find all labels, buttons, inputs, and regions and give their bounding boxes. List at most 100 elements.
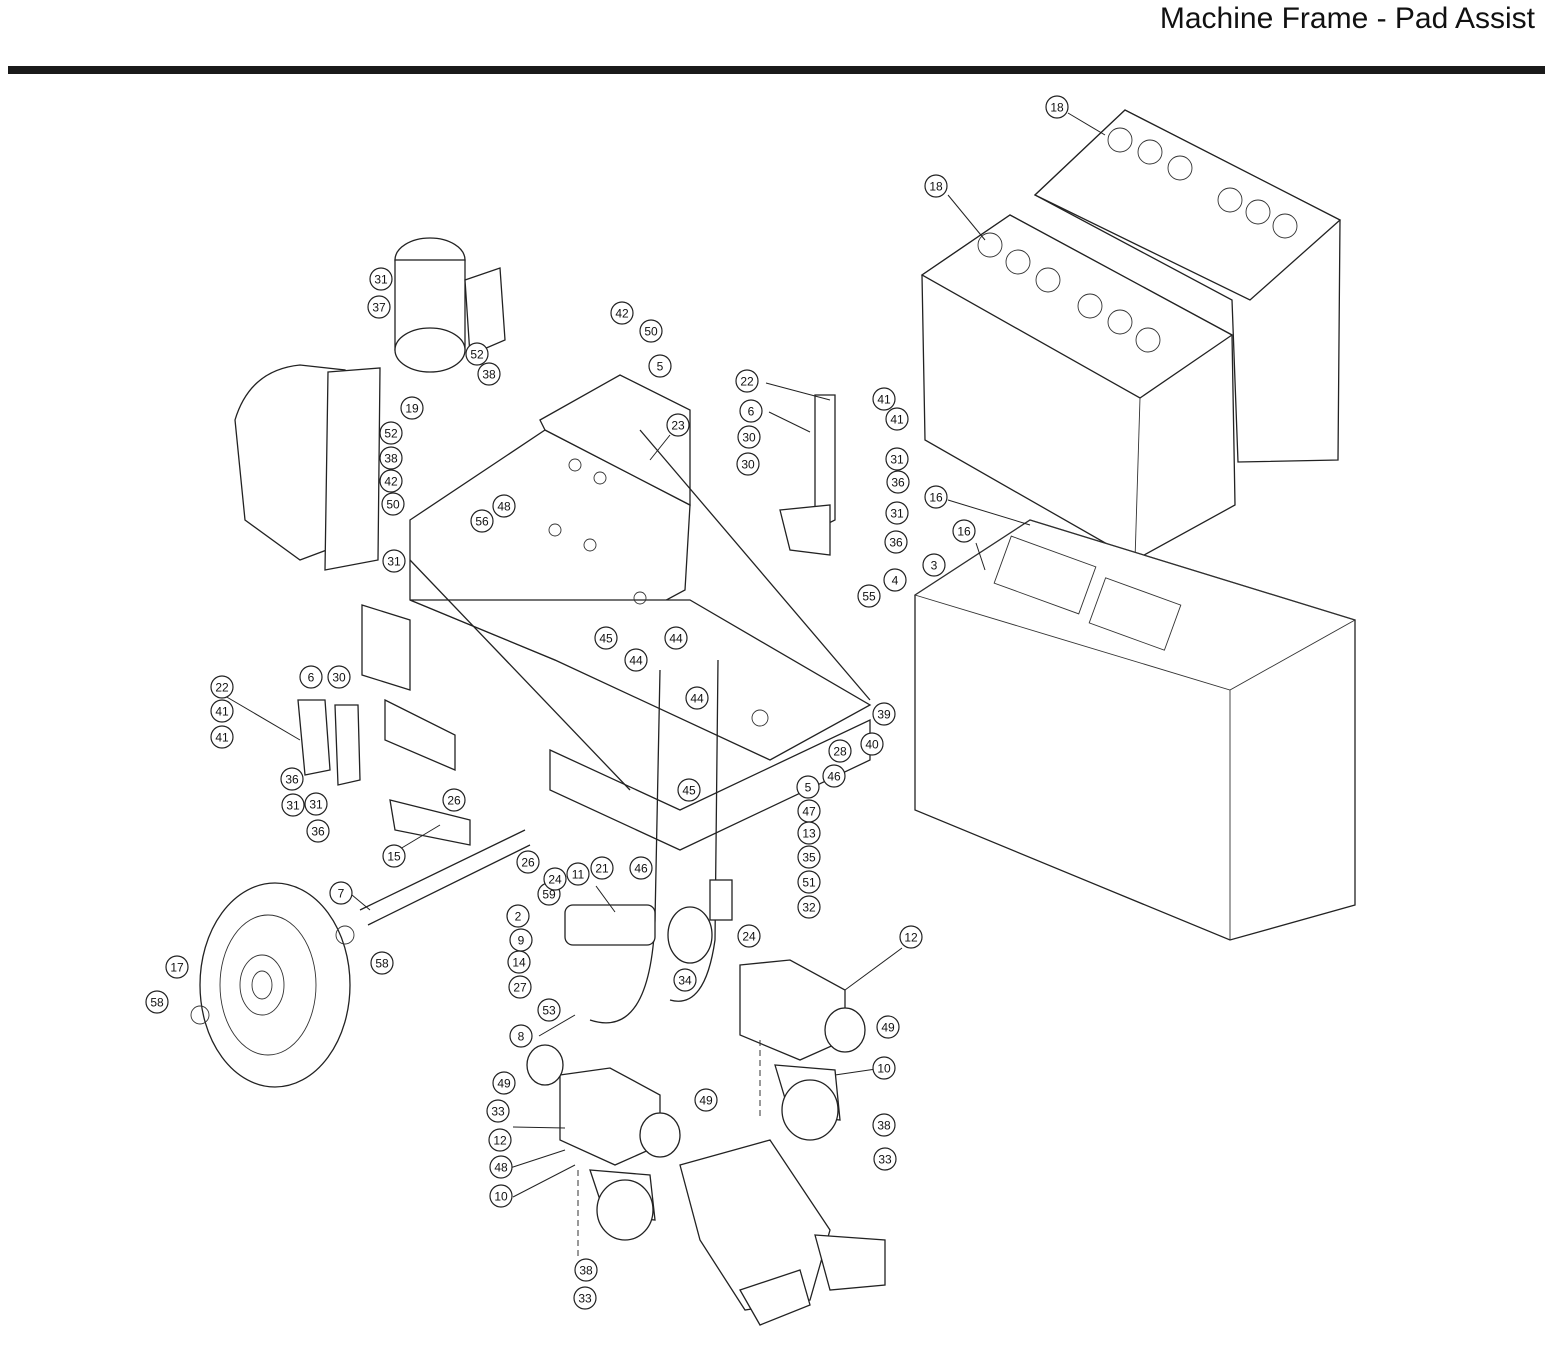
callout-33: 33 bbox=[873, 1147, 897, 1171]
callout-49: 49 bbox=[876, 1015, 900, 1039]
callout-30: 30 bbox=[737, 425, 761, 449]
callout-circle bbox=[509, 1024, 533, 1048]
callout-circle bbox=[883, 568, 907, 592]
callout-45: 45 bbox=[594, 626, 618, 650]
callout-label: 12 bbox=[493, 1134, 507, 1148]
callout-circle bbox=[610, 301, 634, 325]
callout-circle bbox=[924, 485, 948, 509]
callout-50: 50 bbox=[639, 319, 663, 343]
callout-circle bbox=[299, 665, 323, 689]
callout-44: 44 bbox=[664, 626, 688, 650]
callout-circle bbox=[506, 904, 530, 928]
callout-circle bbox=[470, 509, 494, 533]
callout-31: 31 bbox=[281, 793, 305, 817]
callout-45: 45 bbox=[677, 778, 701, 802]
callout-44: 44 bbox=[685, 686, 709, 710]
callout-circle bbox=[281, 793, 305, 817]
callout-label: 45 bbox=[682, 784, 696, 798]
control-housing bbox=[234, 364, 381, 571]
callout-circle bbox=[797, 870, 821, 894]
callout-label: 46 bbox=[634, 862, 648, 876]
callout-circle bbox=[492, 494, 516, 518]
callout-label: 31 bbox=[890, 507, 904, 521]
callout-23: 23 bbox=[666, 413, 690, 437]
callout-circle bbox=[145, 990, 169, 1014]
callout-label: 42 bbox=[384, 475, 398, 489]
callout-circle bbox=[797, 821, 821, 845]
callout-41: 41 bbox=[872, 387, 896, 411]
callout-label: 3 bbox=[931, 559, 938, 573]
callout-27: 27 bbox=[508, 975, 532, 999]
mounting-bracket-left bbox=[297, 699, 471, 846]
callout-26: 26 bbox=[442, 788, 466, 812]
callout-label: 41 bbox=[877, 393, 891, 407]
callout-circle bbox=[486, 1099, 510, 1123]
callout-label: 4 bbox=[892, 574, 899, 588]
callout-19: 19 bbox=[400, 396, 424, 420]
callout-label: 31 bbox=[286, 799, 300, 813]
callout-circle bbox=[822, 764, 846, 788]
callout-circle bbox=[367, 295, 391, 319]
callout-39: 39 bbox=[872, 702, 896, 726]
callout-13: 13 bbox=[797, 821, 821, 845]
callout-51: 51 bbox=[797, 870, 821, 894]
callout-label: 9 bbox=[518, 934, 525, 948]
callout-circle bbox=[566, 862, 590, 886]
callout-24: 24 bbox=[737, 924, 761, 948]
callout-label: 16 bbox=[929, 491, 943, 505]
callout-circle bbox=[210, 675, 234, 699]
callout-12: 12 bbox=[488, 1128, 512, 1152]
callout-42: 42 bbox=[379, 469, 403, 493]
callout-28: 28 bbox=[828, 739, 852, 763]
callout-circle bbox=[624, 648, 648, 672]
callout-label: 18 bbox=[1050, 101, 1064, 115]
callout-circle bbox=[507, 950, 531, 974]
callout-53: 53 bbox=[537, 998, 561, 1022]
callout-33: 33 bbox=[573, 1286, 597, 1310]
callout-circle bbox=[884, 530, 908, 554]
caster-right bbox=[739, 959, 866, 1141]
pedal-linkage bbox=[679, 1139, 886, 1326]
callout-label: 19 bbox=[405, 402, 419, 416]
callout-47: 47 bbox=[797, 799, 821, 823]
page-title: Machine Frame - Pad Assist bbox=[1159, 2, 1535, 35]
callout-56: 56 bbox=[470, 509, 494, 533]
callout-circle bbox=[382, 549, 406, 573]
callout-circle bbox=[872, 1113, 896, 1137]
callout-circle bbox=[543, 867, 567, 891]
callout-label: 24 bbox=[548, 873, 562, 887]
callout-circle bbox=[899, 925, 923, 949]
callout-35: 35 bbox=[797, 845, 821, 869]
callout-label: 50 bbox=[386, 498, 400, 512]
callout-circle bbox=[489, 1155, 513, 1179]
callout-label: 45 bbox=[599, 632, 613, 646]
callout-30: 30 bbox=[327, 665, 351, 689]
callout-circle bbox=[872, 1056, 896, 1080]
callout-11: 11 bbox=[566, 862, 590, 886]
callout-circle bbox=[573, 1286, 597, 1310]
callout-circle bbox=[210, 699, 234, 723]
callout-9: 9 bbox=[509, 928, 533, 952]
callout-label: 2 bbox=[515, 910, 522, 924]
callout-label: 31 bbox=[309, 798, 323, 812]
callout-label: 21 bbox=[595, 862, 609, 876]
callout-label: 5 bbox=[805, 781, 812, 795]
callout-circle bbox=[537, 998, 561, 1022]
callout-48: 48 bbox=[492, 494, 516, 518]
callout-circle bbox=[924, 174, 948, 198]
callout-circle bbox=[379, 469, 403, 493]
callout-label: 48 bbox=[494, 1161, 508, 1175]
callout-label: 55 bbox=[862, 590, 876, 604]
callout-label: 18 bbox=[929, 180, 943, 194]
callout-38: 38 bbox=[379, 446, 403, 470]
callout-16: 16 bbox=[924, 485, 948, 509]
callout-circle bbox=[737, 924, 761, 948]
callout-41: 41 bbox=[210, 699, 234, 723]
callout-circle bbox=[885, 501, 909, 525]
callout-37: 37 bbox=[367, 295, 391, 319]
callout-circle bbox=[694, 1088, 718, 1112]
callout-label: 33 bbox=[878, 1153, 892, 1167]
callout-46: 46 bbox=[822, 764, 846, 788]
callout-6: 6 bbox=[739, 399, 763, 423]
